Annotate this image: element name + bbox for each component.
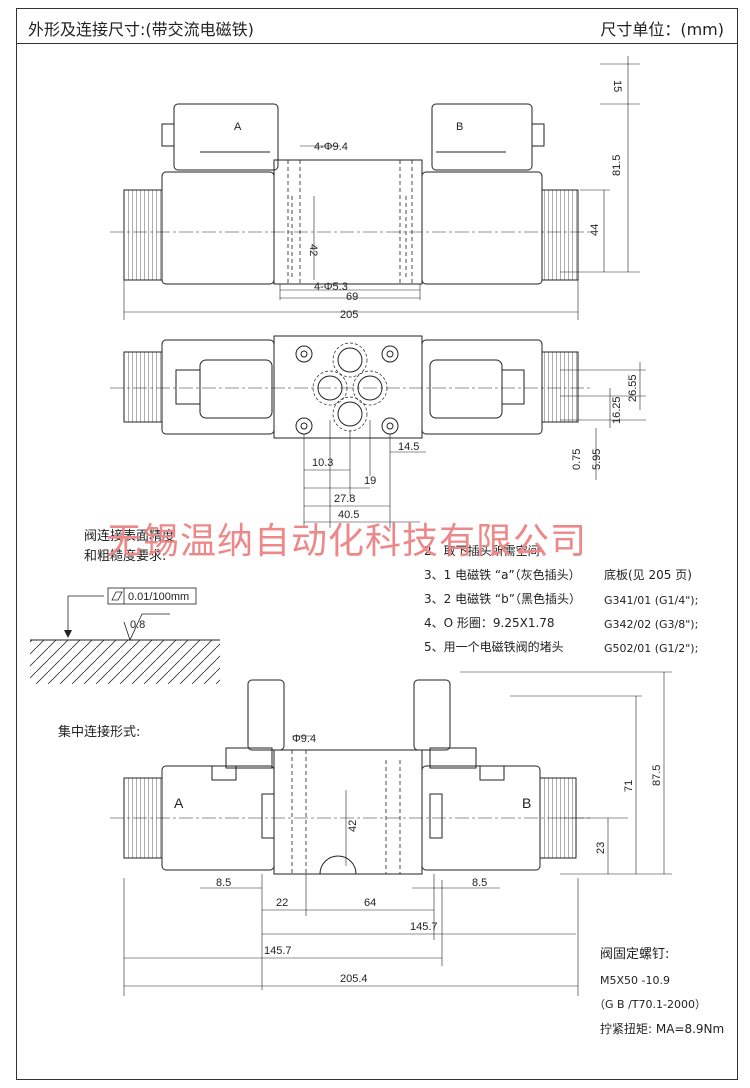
top-dim-15: 15 — [611, 80, 623, 92]
plan-dim-19: 19 — [364, 475, 376, 487]
top-dim-4phi5-3: 4-Φ5.3 — [314, 281, 348, 293]
top-dim-205: 205 — [340, 309, 358, 321]
company-watermark: 无锡温纳自动化科技有限公司 — [106, 521, 588, 562]
top-dim-44: 44 — [589, 224, 601, 236]
plan-dim-0-75: 0.75 — [571, 449, 583, 470]
left-coil — [161, 171, 275, 285]
plan-dim-14-5: 14.5 — [398, 441, 419, 453]
plan-dim-27-8: 27.8 — [334, 493, 355, 505]
drawing-frame — [16, 8, 738, 1080]
bottom-side-view — [110, 671, 672, 996]
bottom-dim-71: 71 — [623, 780, 635, 792]
plan-left-knurl — [123, 351, 163, 423]
screw-torque: 拧紧扭矩: MA=8.9Nm — [600, 1022, 725, 1036]
top-label-a: A — [234, 121, 242, 133]
roughness-value: 0.8 — [130, 619, 145, 631]
plug-a — [173, 103, 279, 171]
unit-label: 尺寸单位：(mm) — [600, 20, 724, 39]
bottom-dim-23: 23 — [595, 842, 607, 854]
subplate-item-1: G341/01 (G1/4"); — [604, 594, 699, 607]
bottom-dim-phi9-4: Φ9.4 — [292, 733, 316, 745]
plan-dim-40-5: 40.5 — [338, 509, 359, 521]
screw-standard: （G B /T70.1-2000） — [594, 998, 706, 1011]
screw-spec: M5X50 -10.9 — [600, 974, 670, 987]
plug-b-screw — [531, 123, 545, 147]
top-label-b: B — [456, 121, 463, 133]
right-knurl — [541, 189, 579, 281]
left-knurl — [123, 189, 163, 281]
centralized-connection-label: 集中连接形式: — [58, 725, 141, 740]
right-coil — [421, 171, 543, 285]
top-dim-4phi9-4: 4-Φ9.4 — [314, 141, 348, 153]
top-side-view — [110, 56, 640, 320]
top-dim-69: 69 — [346, 291, 358, 303]
bottom-dim-205-4: 205.4 — [340, 973, 368, 985]
subplate-item-2: G342/02 (G3/8"); — [604, 618, 699, 631]
screw-title: 阀固定螺钉: — [600, 947, 670, 962]
bottom-dim-42: 42 — [347, 820, 359, 832]
bottom-label-b: B — [522, 795, 531, 811]
plan-dim-26-55: 26.55 — [627, 374, 639, 402]
bottom-dim-145-7-a: 145.7 — [410, 921, 438, 933]
plug-b — [431, 103, 533, 171]
note-2: 2、取下插头所需空间 — [424, 544, 540, 558]
plan-view — [110, 335, 646, 528]
plan-right-knurl — [541, 351, 579, 423]
surface-symbol — [30, 587, 220, 684]
plan-dim-16-25: 16.25 — [611, 396, 623, 424]
plug-a-screw — [161, 123, 175, 147]
bottom-dim-8-5-right: 8.5 — [472, 877, 487, 889]
subplate-title: 底板(见 205 页) — [604, 568, 692, 582]
bottom-label-a: A — [174, 795, 184, 811]
plan-dim-5-95: 5.95 — [591, 449, 603, 470]
plan-dim-10-3: 10.3 — [312, 457, 333, 469]
subplate-item-3: G502/01 (G1/2"); — [604, 642, 699, 655]
surface-title-line2: 和粗糙度要求: — [84, 549, 167, 564]
bottom-dim-22: 22 — [276, 897, 288, 909]
header-bar: 外形及连接尺寸:(带交流电磁铁) 尺寸单位：(mm) — [16, 8, 738, 44]
note-4: 4、O 形圈：9.25X1.78 — [424, 616, 555, 630]
bottom-dim-145-7-b: 145.7 — [264, 945, 292, 957]
flatness-value: 0.01/100mm — [128, 591, 189, 603]
bottom-dim-87-5: 87.5 — [651, 765, 663, 786]
bottom-dim-64: 64 — [364, 897, 376, 909]
surface-title-line1: 阀连接表面精度 — [84, 529, 176, 544]
top-dim-42: 42 — [307, 244, 319, 256]
top-dim-81-5: 81.5 — [611, 155, 623, 176]
note-5: 5、用一个电磁铁阀的堵头 — [424, 640, 564, 654]
page-title: 外形及连接尺寸:(带交流电磁铁) — [28, 20, 254, 39]
note-3-1: 3、1 电磁铁 “a”（灰色插头） — [424, 568, 581, 582]
bottom-dim-8-5-left: 8.5 — [216, 877, 231, 889]
note-3-2: 3、2 电磁铁 “b”（黑色插头） — [424, 592, 581, 606]
